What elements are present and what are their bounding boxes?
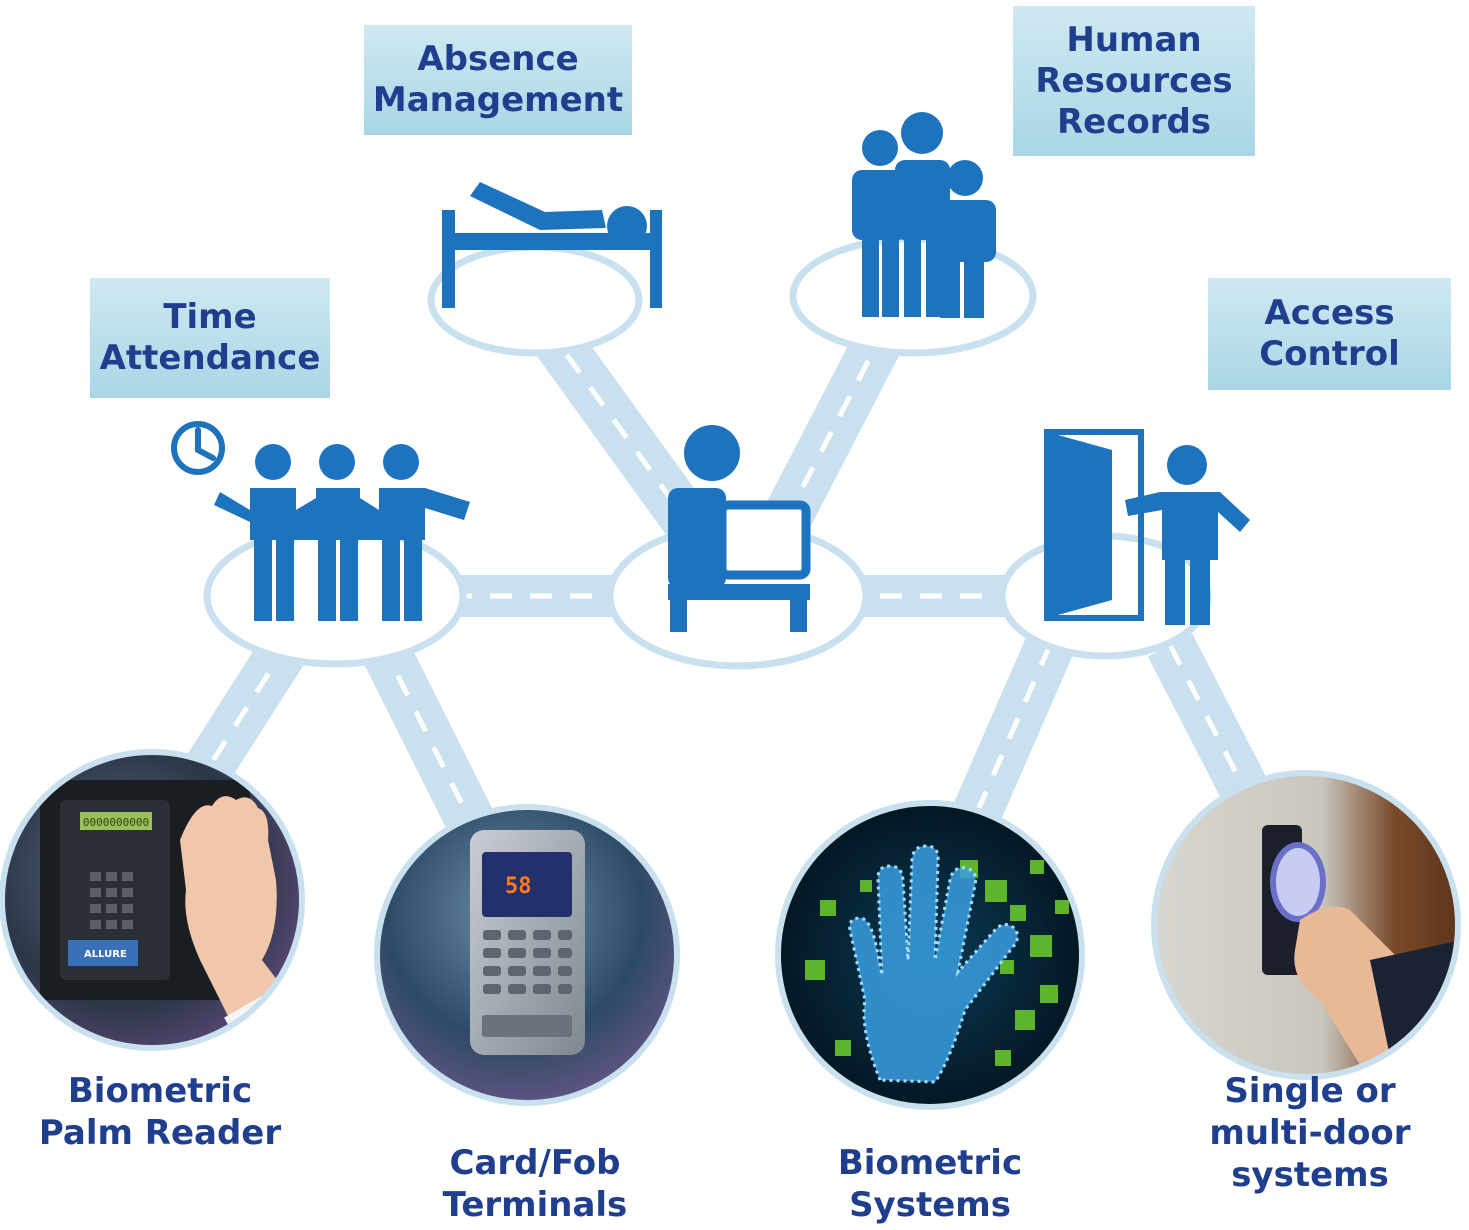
group-people-icon [214,444,470,621]
person-computer-icon [668,425,811,632]
road-access-to-bio [942,635,1073,850]
hr-records-label: Human Resources Records [1013,6,1255,156]
multi-door-caption: Single or multi-door systems [1180,1070,1440,1196]
biometric-systems-caption: Biometric Systems [800,1142,1060,1226]
hr-label-line1: Human [1066,19,1202,60]
palm-reader-caption: Biometric Palm Reader [25,1070,295,1154]
time-label-line1: Time [163,297,257,337]
card-caption-line2: Terminals [442,1185,628,1225]
bio-caption-line2: Systems [849,1185,1011,1225]
absence-label-line2: Management [372,80,624,120]
card-terminal-photo: 58 [374,804,680,1106]
access-label-line2: Control [1259,334,1400,374]
time-label-line2: Attendance [99,338,321,378]
road-time-to-card [357,628,503,852]
clock-icon [171,421,225,475]
bio-caption-line1: Biometric [837,1143,1023,1183]
card-caption-line1: Card/Fob [449,1143,621,1183]
door-caption-line1: Single or [1224,1071,1396,1111]
family-icon [852,112,996,318]
hr-label-line3: Records [1056,101,1212,142]
time-attendance-label: Time Attendance [90,278,330,398]
bed-icon [442,182,662,308]
absence-node [427,243,643,357]
door-person-icon [1044,429,1250,625]
palm-screen-text: 0000000000 [83,816,149,829]
door-caption-line2: multi-door [1209,1113,1411,1153]
palm-reader-photo: 0000000000 ALLURE [0,749,305,1051]
palm-caption-line2: Palm Reader [38,1113,282,1153]
door-reader-photo [1151,770,1461,1080]
card-terminals-caption: Card/Fob Terminals [405,1142,665,1226]
palm-caption-line1: Biometric [67,1071,253,1111]
biometric-systems-photo [775,800,1085,1110]
hr-label-line2: Resources [1035,60,1233,101]
palm-brand-text: ALLURE [84,949,127,960]
road-access-to-door [1147,633,1273,812]
card-screen-text: 58 [505,874,532,899]
absence-label-line1: Absence [417,39,579,79]
access-control-label: Access Control [1208,278,1451,390]
access-label-line1: Access [1264,293,1395,333]
door-caption-line3: systems [1231,1155,1389,1195]
absence-management-label: Absence Management [364,25,632,135]
